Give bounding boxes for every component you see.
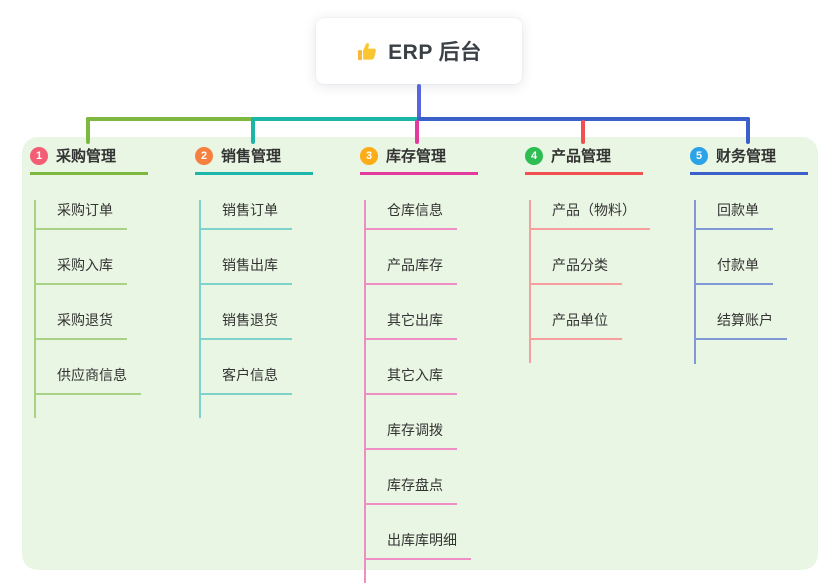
- branch-title: 销售管理: [221, 148, 282, 165]
- child-topic[interactable]: 回款单: [694, 200, 773, 230]
- branch-sales: 2 销售管理 销售订单 销售出库 销售退货 客户信息: [195, 145, 355, 418]
- branch-topic-sales[interactable]: 2 销售管理: [195, 145, 313, 175]
- children-connector-line: [529, 200, 531, 363]
- branch-children: 采购订单 采购入库 采购退货 供应商信息: [30, 200, 190, 418]
- drop-connector-inventory: [415, 120, 419, 144]
- branch-finance: 5 财务管理 回款单 付款单 结算账户: [690, 145, 839, 364]
- drop-connector-sales: [251, 117, 255, 144]
- root-node[interactable]: ERP 后台: [316, 18, 522, 84]
- branches-panel: [22, 137, 818, 570]
- branch-number-badge: 4: [525, 146, 543, 165]
- branch-inventory: 3 库存管理 仓库信息 产品库存 其它出库 其它入库 库存调拨 库存盘点 出库库…: [360, 145, 520, 583]
- child-topic[interactable]: 产品分类: [529, 255, 622, 285]
- child-topic[interactable]: 仓库信息: [364, 200, 457, 230]
- children-connector-line: [199, 200, 201, 418]
- branch-topic-inventory[interactable]: 3 库存管理: [360, 145, 478, 175]
- child-topic[interactable]: 库存调拨: [364, 420, 457, 450]
- child-topic[interactable]: 采购退货: [34, 310, 127, 340]
- connector-branch-finance: [417, 117, 750, 121]
- branch-number-badge: 2: [195, 146, 213, 165]
- branch-topic-finance[interactable]: 5 财务管理: [690, 145, 808, 175]
- branch-number-badge: 3: [360, 146, 378, 165]
- branch-title: 财务管理: [716, 148, 777, 165]
- connector-branch-sales: [251, 117, 419, 121]
- root-stem-connector: [417, 84, 421, 121]
- child-topic[interactable]: 客户信息: [199, 365, 292, 395]
- child-topic[interactable]: 其它入库: [364, 365, 457, 395]
- branch-product: 4 产品管理 产品（物料） 产品分类 产品单位: [525, 145, 685, 363]
- child-topic[interactable]: 库存盘点: [364, 475, 457, 505]
- child-topic[interactable]: 付款单: [694, 255, 773, 285]
- thumbs-up-icon: [356, 40, 379, 63]
- drop-connector-finance: [746, 117, 750, 144]
- child-topic[interactable]: 采购订单: [34, 200, 127, 230]
- child-topic[interactable]: 销售退货: [199, 310, 292, 340]
- children-connector-line: [34, 200, 36, 418]
- child-topic[interactable]: 产品（物料）: [529, 200, 650, 230]
- root-title: ERP 后台: [388, 41, 482, 64]
- branch-purchase: 1 采购管理 采购订单 采购入库 采购退货 供应商信息: [30, 145, 190, 418]
- child-topic[interactable]: 产品库存: [364, 255, 457, 285]
- branch-topic-purchase[interactable]: 1 采购管理: [30, 145, 148, 175]
- branch-title: 采购管理: [56, 148, 117, 165]
- child-topic[interactable]: 销售订单: [199, 200, 292, 230]
- child-topic[interactable]: 产品单位: [529, 310, 622, 340]
- children-connector-line: [694, 200, 696, 364]
- drop-connector-product: [581, 120, 585, 144]
- branch-number-badge: 1: [30, 146, 48, 165]
- child-topic[interactable]: 出库库明细: [364, 530, 471, 560]
- branch-children: 产品（物料） 产品分类 产品单位: [525, 200, 685, 363]
- child-topic[interactable]: 供应商信息: [34, 365, 141, 395]
- children-connector-line: [364, 200, 366, 583]
- drop-connector-purchase: [86, 117, 90, 144]
- child-topic[interactable]: 销售出库: [199, 255, 292, 285]
- child-topic[interactable]: 结算账户: [694, 310, 787, 340]
- branch-title: 库存管理: [386, 148, 447, 165]
- child-topic[interactable]: 其它出库: [364, 310, 457, 340]
- branch-topic-product[interactable]: 4 产品管理: [525, 145, 643, 175]
- branch-title: 产品管理: [551, 148, 612, 165]
- child-topic[interactable]: 采购入库: [34, 255, 127, 285]
- branch-number-badge: 5: [690, 146, 708, 165]
- branch-children: 仓库信息 产品库存 其它出库 其它入库 库存调拨 库存盘点 出库库明细: [360, 200, 520, 583]
- branch-children: 销售订单 销售出库 销售退货 客户信息: [195, 200, 355, 418]
- branch-children: 回款单 付款单 结算账户: [690, 200, 839, 364]
